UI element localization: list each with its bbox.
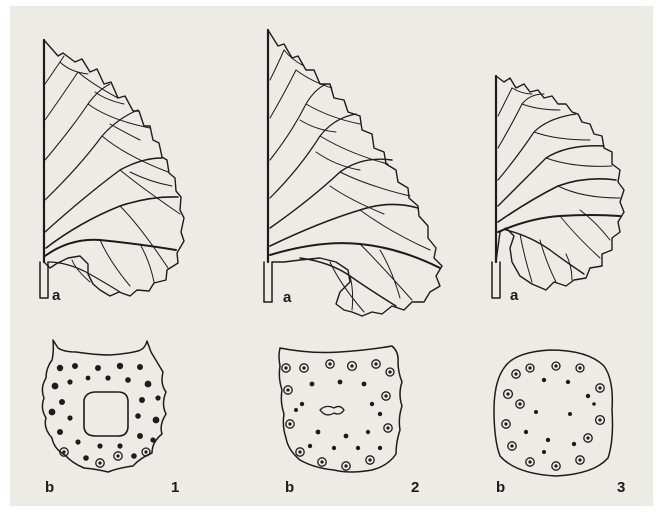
section-label-2: b (285, 479, 294, 496)
leaf-label-1: a (52, 287, 61, 304)
panel-number-2: 2 (411, 479, 419, 496)
paper-background (10, 6, 653, 506)
leaf-label-2: a (283, 289, 292, 306)
panel-number-1: 1 (171, 479, 179, 496)
leaf-label-3: a (510, 287, 519, 304)
panel-number-3: 3 (617, 479, 625, 496)
section-label-1: b (45, 479, 54, 496)
section-label-3: b (496, 479, 505, 496)
